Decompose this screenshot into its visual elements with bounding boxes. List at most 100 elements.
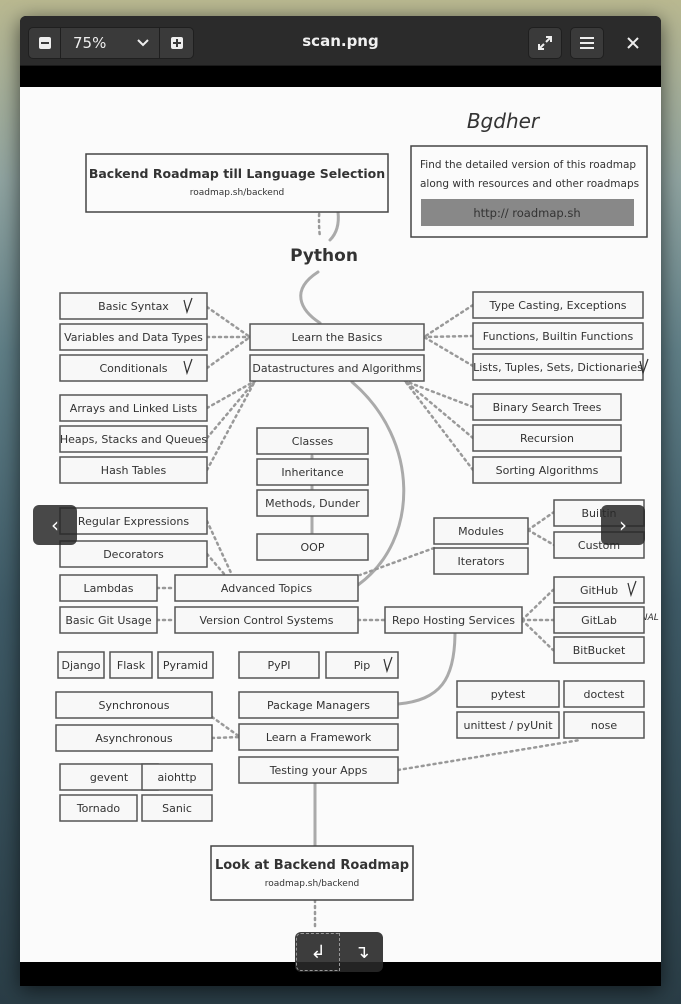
binary-search-trees-box [472,393,622,421]
connector-line [526,510,556,532]
synchronous-label: Synchronous [99,699,170,712]
nose-box [563,711,645,739]
variables-data-types-box [59,323,208,351]
package-managers-label: Package Managers [267,699,370,712]
functions-builtin-label: Functions, Builtin Functions [483,330,634,343]
lambdas-box [59,574,158,602]
connector-line [210,735,242,740]
rotate-right-button[interactable]: ↴ [341,932,383,972]
ds-left-connector [205,379,257,410]
close-icon [627,37,639,49]
unittest-pyunit-label: unittest / pyUnit [463,719,553,732]
rotate-left-button[interactable]: ↲ [296,933,340,971]
connector-line [520,588,555,622]
chevron-down-icon [137,39,149,47]
info-link: http:// roadmap.sh [473,206,580,220]
handwritten-checkmark [639,358,649,376]
gevent-label: gevent [90,771,129,784]
connector-line [520,618,555,652]
pypi-label: PyPI [267,659,290,672]
django-box [57,651,105,679]
synchronous-box [55,691,213,719]
nose-label: nose [591,719,617,732]
repo-to-pkg [396,630,457,706]
bitbucket-label: BitBucket [573,644,626,657]
chevron-right-icon: › [619,513,627,537]
main-menu-button[interactable] [570,27,604,59]
handwritten-checkmark [383,656,393,674]
header-bar: 75% scan.png [20,16,661,66]
zoom-level[interactable]: 75% [73,34,107,52]
info-link-bar [421,199,634,226]
basic-git-usage-box [59,606,158,634]
header-box [85,153,389,213]
sorting-algorithms-label: Sorting Algorithms [496,464,599,477]
learn-the-basics-label: Learn the Basics [292,331,383,344]
ds-right-connector [403,379,475,409]
gitlab-box [553,606,645,634]
chevron-left-icon: ‹ [51,513,59,537]
handwritten-checkmark [627,580,637,598]
doctest-label: doctest [584,688,626,701]
next-image-button[interactable]: › [601,505,645,545]
recursion-box [472,424,622,452]
conditionals-box [59,354,208,382]
rotate-right-icon: ↴ [354,941,370,963]
handwritten-checkmark [183,358,193,376]
basics-right-connector [422,334,475,339]
asynchronous-box [55,724,213,752]
zoom-dropdown-button[interactable] [127,28,159,58]
ds-left-connector [205,379,257,472]
zoom-out-icon [38,37,51,49]
hash-tables-label: Hash Tables [101,464,167,477]
header-to-language [328,210,340,242]
zoom-out-button[interactable] [29,28,61,58]
close-button[interactable] [619,29,647,57]
rotate-controls: ↲ ↴ [295,932,383,972]
language-python: Python [290,246,358,266]
image-viewer-window: 75% scan.png [20,16,661,986]
learn-a-framework-box [238,723,399,751]
fullscreen-button[interactable] [528,27,562,59]
zoom-in-button[interactable] [159,28,193,58]
basic-syntax-box [59,292,208,320]
decorators-box [59,540,208,568]
connector-line [358,546,436,577]
ds-to-advanced [350,380,406,587]
type-casting-label: Type Casting, Exceptions [488,299,626,312]
repo-hosting-services-box [384,606,523,634]
django-label: Django [62,659,101,672]
fullscreen-icon [538,36,552,50]
variables-data-types-label: Variables and Data Types [64,331,203,344]
zoom-control: 75% [28,27,194,59]
header-title: Backend Roadmap till Language Selection [89,166,385,181]
version-control-systems-box [174,606,359,634]
repo-hosting-services-label: Repo Hosting Services [392,614,515,627]
connector-line [205,519,234,577]
inheritance-label: Inheritance [281,466,344,479]
arrays-linked-lists-box [59,394,208,422]
scanned-roadmap-image: BgdherOPTIONALBackend Roadmap till Langu… [20,87,661,962]
pip-label: Pip [354,659,370,672]
advanced-topics-box [174,574,359,602]
heaps-stacks-queues-label: Heaps, Stacks and Queues [60,433,207,446]
image-canvas[interactable]: BgdherOPTIONALBackend Roadmap till Langu… [20,66,661,986]
functions-builtin-box [472,322,644,350]
unittest-pyunit-box [456,711,560,739]
basics-right-connector [422,335,475,368]
sanic-box [141,794,213,822]
methods-dunder-box [256,489,369,517]
oop-label: OOP [301,541,325,554]
aiohttp-label: aiohttp [157,771,196,784]
github-label: GitHub [580,584,618,597]
methods-dunder-label: Methods, Dunder [265,497,360,510]
advanced-topics-label: Advanced Topics [221,582,312,595]
previous-image-button[interactable]: ‹ [33,505,77,545]
iterators-label: Iterators [458,555,505,568]
hamburger-menu-icon [580,37,594,49]
connector-line [210,715,242,739]
decorators-label: Decorators [103,548,164,561]
rotate-left-icon: ↲ [310,941,326,963]
language-to-basics [299,270,322,325]
basics-left-connector [205,335,252,370]
